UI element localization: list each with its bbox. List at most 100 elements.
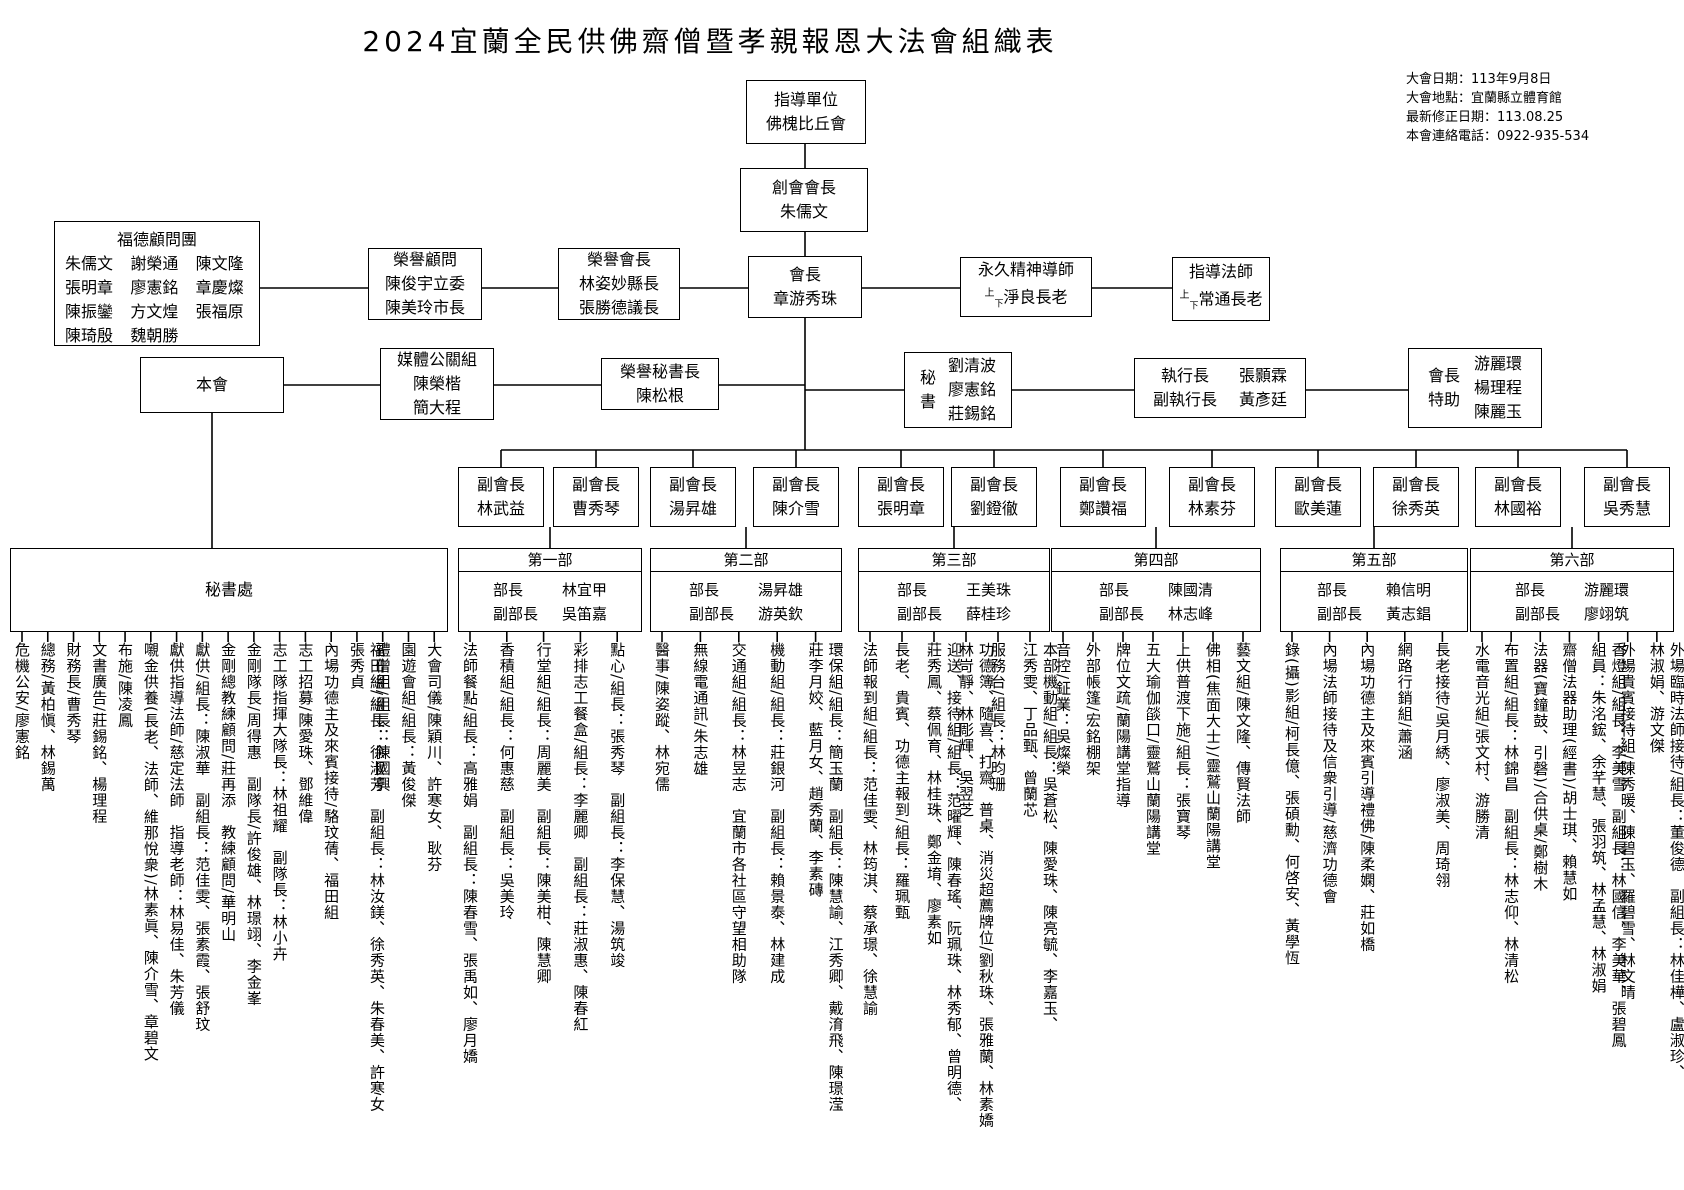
secretariat-item: 大會司儀/陳穎川、許寒女、耿芬 [425,642,444,873]
vp-box: 副會長吳秀慧 [1584,467,1670,527]
special-assistant-box: 會長 特助 游麗環 楊理程 陳麗玉 [1408,348,1542,428]
guide-unit-name: 佛槐比丘會 [765,114,846,133]
department-item: 網路行銷組/蕭涵 [1395,642,1414,761]
fude-name: 廖憲銘 [130,278,179,297]
secretariat-item: 文書廣告/莊錫銘、楊理程 [90,642,109,825]
department-leaders: 部長湯昇雄副部長游英欽 [651,572,841,626]
secretariat-item: 財務長/曹秀琴 [64,642,83,745]
vp-box: 副會長劉鐙徹 [951,467,1037,527]
department-deputy: 吳笛嘉 [562,605,608,623]
department-role: 副部長 [688,605,734,623]
department-item: 點心/組長：張秀琴 副組長：李保慧、湯筑竣 [608,642,627,969]
secretariat-item: 獻供/組長：陳淑華 副組長：范佳雯、張素霞、張舒玟 [193,642,212,1033]
secretariat-item: 園遊會組/組長：黃俊傑 [399,642,418,809]
secretariat-item: 嚫金供養(長老、法師、維那悅衆)/林素眞、陳介雪、章碧文 [141,642,160,1062]
secretary-label: 秘 書 [920,366,936,414]
secretary-box: 秘 書 劉清波 廖憲銘 莊錫銘 [904,352,1012,428]
department-item: 交通組/組長：林昱志 宜蘭市各社區守望相助隊 [729,642,748,985]
chart-title: 2024宜蘭全民供佛齋僧暨孝親報恩大法會組織表 [362,25,1058,58]
event-venue: 大會地點：宜蘭縣立體育館 [1406,91,1563,106]
vp-name: 林素芬 [1187,499,1236,518]
guide-unit-title: 指導單位 [773,90,838,109]
department-item: 機動組/組長：莊銀河 副組長：賴景泰、林建成 [768,642,787,985]
vp-name: 吳秀慧 [1602,499,1651,518]
department-name: 第六部 [1471,549,1673,572]
executive-name-2: 黃彥廷 [1239,390,1288,409]
department-item: 法器(寶鐘鼓、引磬)/合供桌/鄭樹木 [1531,642,1550,892]
secretary-name-2: 廖憲銘 [948,380,997,399]
vp-box: 副會長張明章 [858,467,944,527]
department-item: 香積組/組長：何惠慈 副組長：吳美玲 [497,642,516,921]
department-head: 王美珠 [966,581,1012,599]
fude-name: 陳振鑾 [65,302,114,321]
department-item: 長老、貴賓、功德主報到/組長：羅珮甄 [893,642,911,921]
department-item: 行堂組/組長：周麗美 副組長：陳美柑、陳慧卿 [534,642,553,985]
special-name-1: 游麗環 [1474,354,1523,373]
spirit-mentor-box: 永久精神導師 上下淨良長老 [960,257,1092,317]
vp-box: 副會長鄭讚福 [1060,467,1146,527]
department-item: 服務台/組長：林昀珊 [989,642,1007,793]
media-name-1: 陳榮楷 [412,374,461,393]
vp-box: 副會長徐秀英 [1373,467,1459,527]
president-box: 會長 章游秀珠 [748,256,862,318]
vp-name: 張明章 [876,499,925,518]
executive-box: 執行長 張顥霖 副執行長 黃彥廷 [1134,358,1306,418]
founder-name: 朱儒文 [779,202,828,221]
department-box: 第一部部長林宜甲副部長吳笛嘉 [458,548,642,632]
benhui-box: 本會 [140,357,284,413]
fude-title: 福德顧問團 [116,230,197,249]
vp-name: 曹秀琴 [571,499,620,518]
spirit-mentor-prefix-small: 下 [994,299,1004,310]
president-title: 會長 [788,265,821,284]
secretariat-item: 獻供指導法師/慈定法師 指導老師：林易佳、朱芳儀 [167,642,186,1017]
honor-advisor-title: 榮譽顧問 [392,250,457,269]
vp-name: 劉鐙徹 [969,499,1018,518]
guide-master-prefix-small: 下 [1189,301,1199,312]
department-role: 副部長 [1316,605,1362,623]
department-item: 齋僧法器助理(經書)/胡士琪、賴慧如 [1560,642,1579,902]
vp-name: 湯昇雄 [668,499,717,518]
contact-phone: 本會連絡電話：0922-935-534 [1406,129,1590,144]
department-head: 林宜甲 [562,581,608,599]
secretary-name-3: 莊錫銘 [948,404,997,423]
vp-title: 副會長 [668,475,717,494]
department-role: 部長 [492,581,523,599]
department-box: 第三部部長王美珠副部長薛桂珍 [858,548,1050,632]
vp-title: 副會長 [1078,475,1127,494]
special-assistant-label: 會長 特助 [1428,364,1460,412]
department-item: 牌位文疏/蘭陽講堂指導 [1114,642,1132,809]
vp-box: 副會長湯昇雄 [650,467,736,527]
special-label-2: 特助 [1427,390,1460,409]
secretariat-item: 內場功德主及來賓接待/駱玟蒨、福田組 [322,642,341,921]
executive-grid: 執行長 張顥霖 副執行長 黃彥廷 [1153,364,1287,412]
department-item: 外場臨時法師接待/組長：董俊德 副組長：林佳樺、盧淑珍、 林淑娟、游文傑 [1647,642,1684,1081]
honor-secretary-box: 榮譽秘書長 陳松根 [601,358,719,410]
department-item: 佛相(焦面大士)/靈鷲山蘭陽講堂 [1204,642,1222,870]
department-item: 內場功德主及來賓引導禮佛/陳柔嫻、莊如橋 [1358,642,1377,953]
vp-name: 鄭讚福 [1078,499,1127,518]
department-item: 長老接待/吳月綉、廖淑美、周琦翎 [1433,642,1452,889]
guide-master-title: 指導法師 [1188,261,1253,281]
media-name-2: 簡大程 [412,398,461,417]
department-role: 副部長 [1098,605,1144,623]
department-role: 部長 [1316,581,1347,599]
honor-advisor-name-1: 陳俊宇立委 [384,274,465,293]
department-item: 醫事/陳姿蹤、林宛儒 [653,642,671,793]
secretariat-item: 危機公安/廖憲銘 [13,642,31,761]
vp-title: 副會長 [1391,475,1440,494]
fude-name: 謝榮通 [130,254,179,273]
vp-name: 林武益 [476,499,525,518]
department-item: 法師報到組/組長：范佳雯、林筠淇、蔡承璟、徐慧諭 [861,642,879,1017]
department-box: 第五部部長賴信明副部長黃志錩 [1280,548,1468,632]
honor-secretary-title: 榮譽秘書長 [619,362,700,381]
department-leaders: 部長賴信明副部長黃志錩 [1281,572,1467,626]
department-item: 功德簿、隨喜、打齋、普桌、消災超薦牌位/劉秋珠、張雅蘭、林素嬌 林岢靜、林彫輝、… [957,642,995,1129]
department-item: 外部帳篷/宏銘棚架 [1084,642,1102,777]
department-item: 法師餐點/組長：高雅娟 副組長：陳春雪、張禹如、廖月嬌 [461,642,479,1065]
department-leaders: 部長王美珠副部長薛桂珍 [859,572,1049,626]
vp-title: 副會長 [1602,475,1651,494]
department-head: 陳國清 [1168,581,1214,599]
department-deputy: 游英欽 [758,605,804,623]
department-item: 本部機動組/組長：吳蒼松、陳愛珠、陳亮毓、李嘉玉、 江秀雯、丁品甄、曾蘭芯 [1021,642,1059,1033]
